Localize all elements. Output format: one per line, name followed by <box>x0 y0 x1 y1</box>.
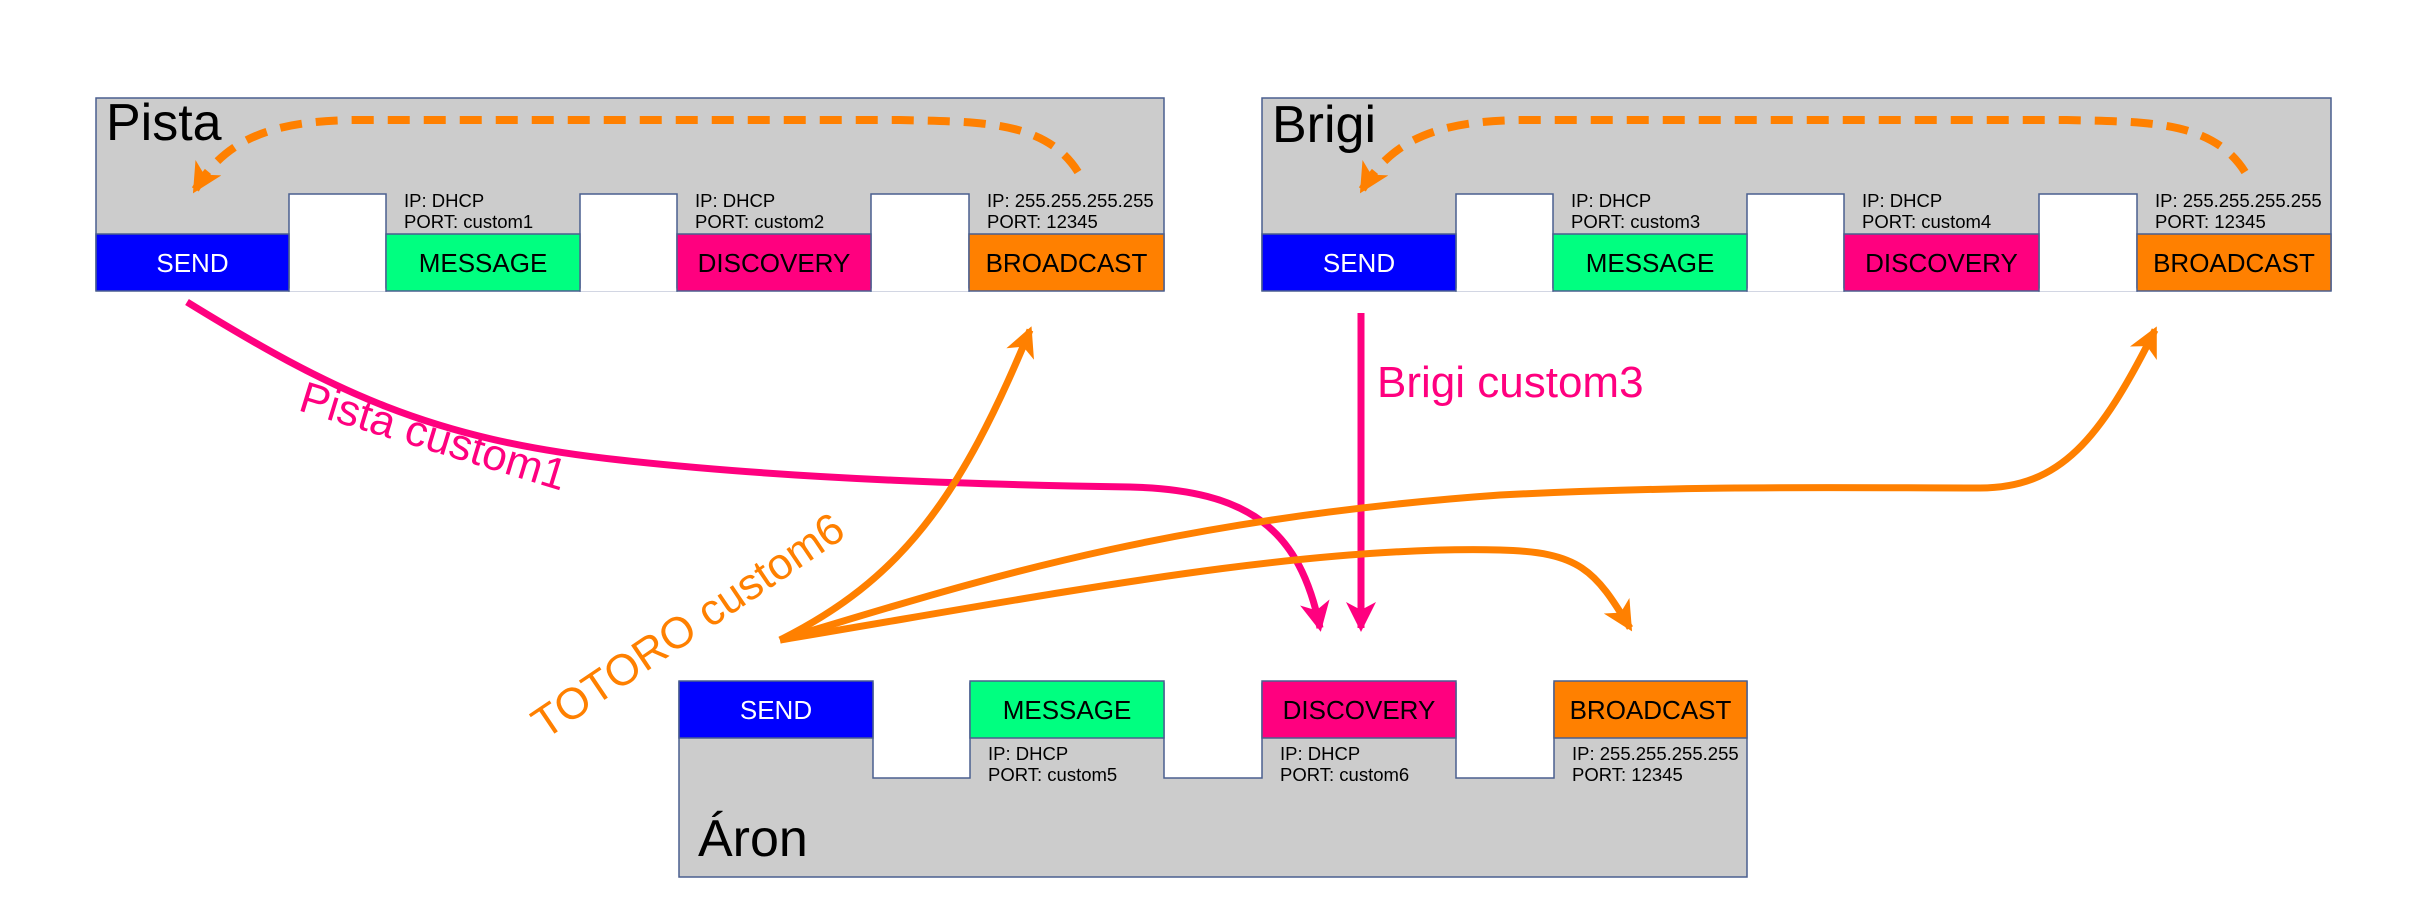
port-label: SEND <box>740 695 812 725</box>
port-info: PORT: custom1 <box>404 211 533 232</box>
port-label: BROADCAST <box>2153 248 2315 278</box>
port-info: IP: DHCP <box>404 190 484 211</box>
pista-send-arrow <box>185 299 1330 632</box>
port-label: DISCOVERY <box>698 248 851 278</box>
node-name: Áron <box>698 810 808 868</box>
port-message[interactable]: MESSAGE <box>1552 233 1748 292</box>
port-broadcast[interactable]: BROADCAST <box>2136 233 2332 292</box>
port-label: BROADCAST <box>986 248 1148 278</box>
node-name: Pista <box>106 94 222 152</box>
port-info: IP: 255.255.255.255 <box>1572 743 1739 764</box>
totoro-to-aron-broadcast-arrow <box>779 546 1633 644</box>
port-info: PORT: 12345 <box>2155 211 2266 232</box>
port-message[interactable]: MESSAGE <box>385 233 581 292</box>
node-pista: Pista SEND MESSAGE IP: DHCP PORT: custom… <box>95 94 1165 292</box>
port-gap <box>870 193 970 292</box>
port-info: PORT: custom4 <box>1862 211 1991 232</box>
totoro-to-pista-broadcast-arrow <box>778 326 1034 644</box>
port-label: DISCOVERY <box>1283 695 1436 725</box>
port-info: PORT: custom2 <box>695 211 824 232</box>
port-broadcast[interactable]: BROADCAST <box>968 233 1165 292</box>
port-discovery[interactable]: DISCOVERY <box>676 233 872 292</box>
port-info: IP: DHCP <box>988 743 1068 764</box>
pista-loopback-arrow <box>191 116 1082 194</box>
port-gap <box>288 193 387 292</box>
port-info: PORT: custom5 <box>988 764 1117 785</box>
port-gap <box>1455 193 1554 292</box>
port-info: IP: DHCP <box>695 190 775 211</box>
port-gap <box>2038 193 2138 292</box>
totoro-to-brigi-broadcast-arrow <box>779 326 2159 644</box>
port-discovery[interactable]: DISCOVERY <box>1843 233 2040 292</box>
port-label: MESSAGE <box>1003 695 1132 725</box>
port-info: PORT: 12345 <box>987 211 1098 232</box>
port-info: IP: DHCP <box>1571 190 1651 211</box>
node-aron: Áron SEND MESSAGE IP: DHCP PORT: custom5… <box>678 679 1748 878</box>
port-label: DISCOVERY <box>1865 248 2018 278</box>
port-label: SEND <box>1323 248 1395 278</box>
port-send[interactable]: SEND <box>95 233 290 292</box>
node-name: Brigi <box>1272 96 1376 154</box>
port-info: IP: 255.255.255.255 <box>2155 190 2322 211</box>
port-gap <box>1746 193 1845 292</box>
port-label: MESSAGE <box>419 248 548 278</box>
port-gap <box>872 680 971 779</box>
port-info: PORT: custom6 <box>1280 764 1409 785</box>
port-info: IP: DHCP <box>1862 190 1942 211</box>
port-gap <box>1163 680 1263 779</box>
port-discovery[interactable]: DISCOVERY <box>1261 680 1457 739</box>
port-info: PORT: 12345 <box>1572 764 1683 785</box>
brigi-loopback-arrow <box>1358 116 2249 194</box>
pista-flow-label: Pista custom1 <box>294 373 573 501</box>
port-broadcast[interactable]: BROADCAST <box>1553 680 1748 739</box>
port-label: BROADCAST <box>1570 695 1732 725</box>
port-send[interactable]: SEND <box>1261 233 1457 292</box>
port-info: IP: 255.255.255.255 <box>987 190 1154 211</box>
port-gap <box>579 193 678 292</box>
node-brigi: Brigi SEND MESSAGE IP: DHCP PORT: custom… <box>1261 96 2332 292</box>
port-info: PORT: custom3 <box>1571 211 1700 232</box>
port-gap <box>1455 680 1555 779</box>
port-message[interactable]: MESSAGE <box>969 680 1165 739</box>
port-send[interactable]: SEND <box>678 680 874 739</box>
port-label: SEND <box>156 248 228 278</box>
brigi-flow-label: Brigi custom3 <box>1377 358 1644 407</box>
port-info: IP: DHCP <box>1280 743 1360 764</box>
port-label: MESSAGE <box>1586 248 1715 278</box>
